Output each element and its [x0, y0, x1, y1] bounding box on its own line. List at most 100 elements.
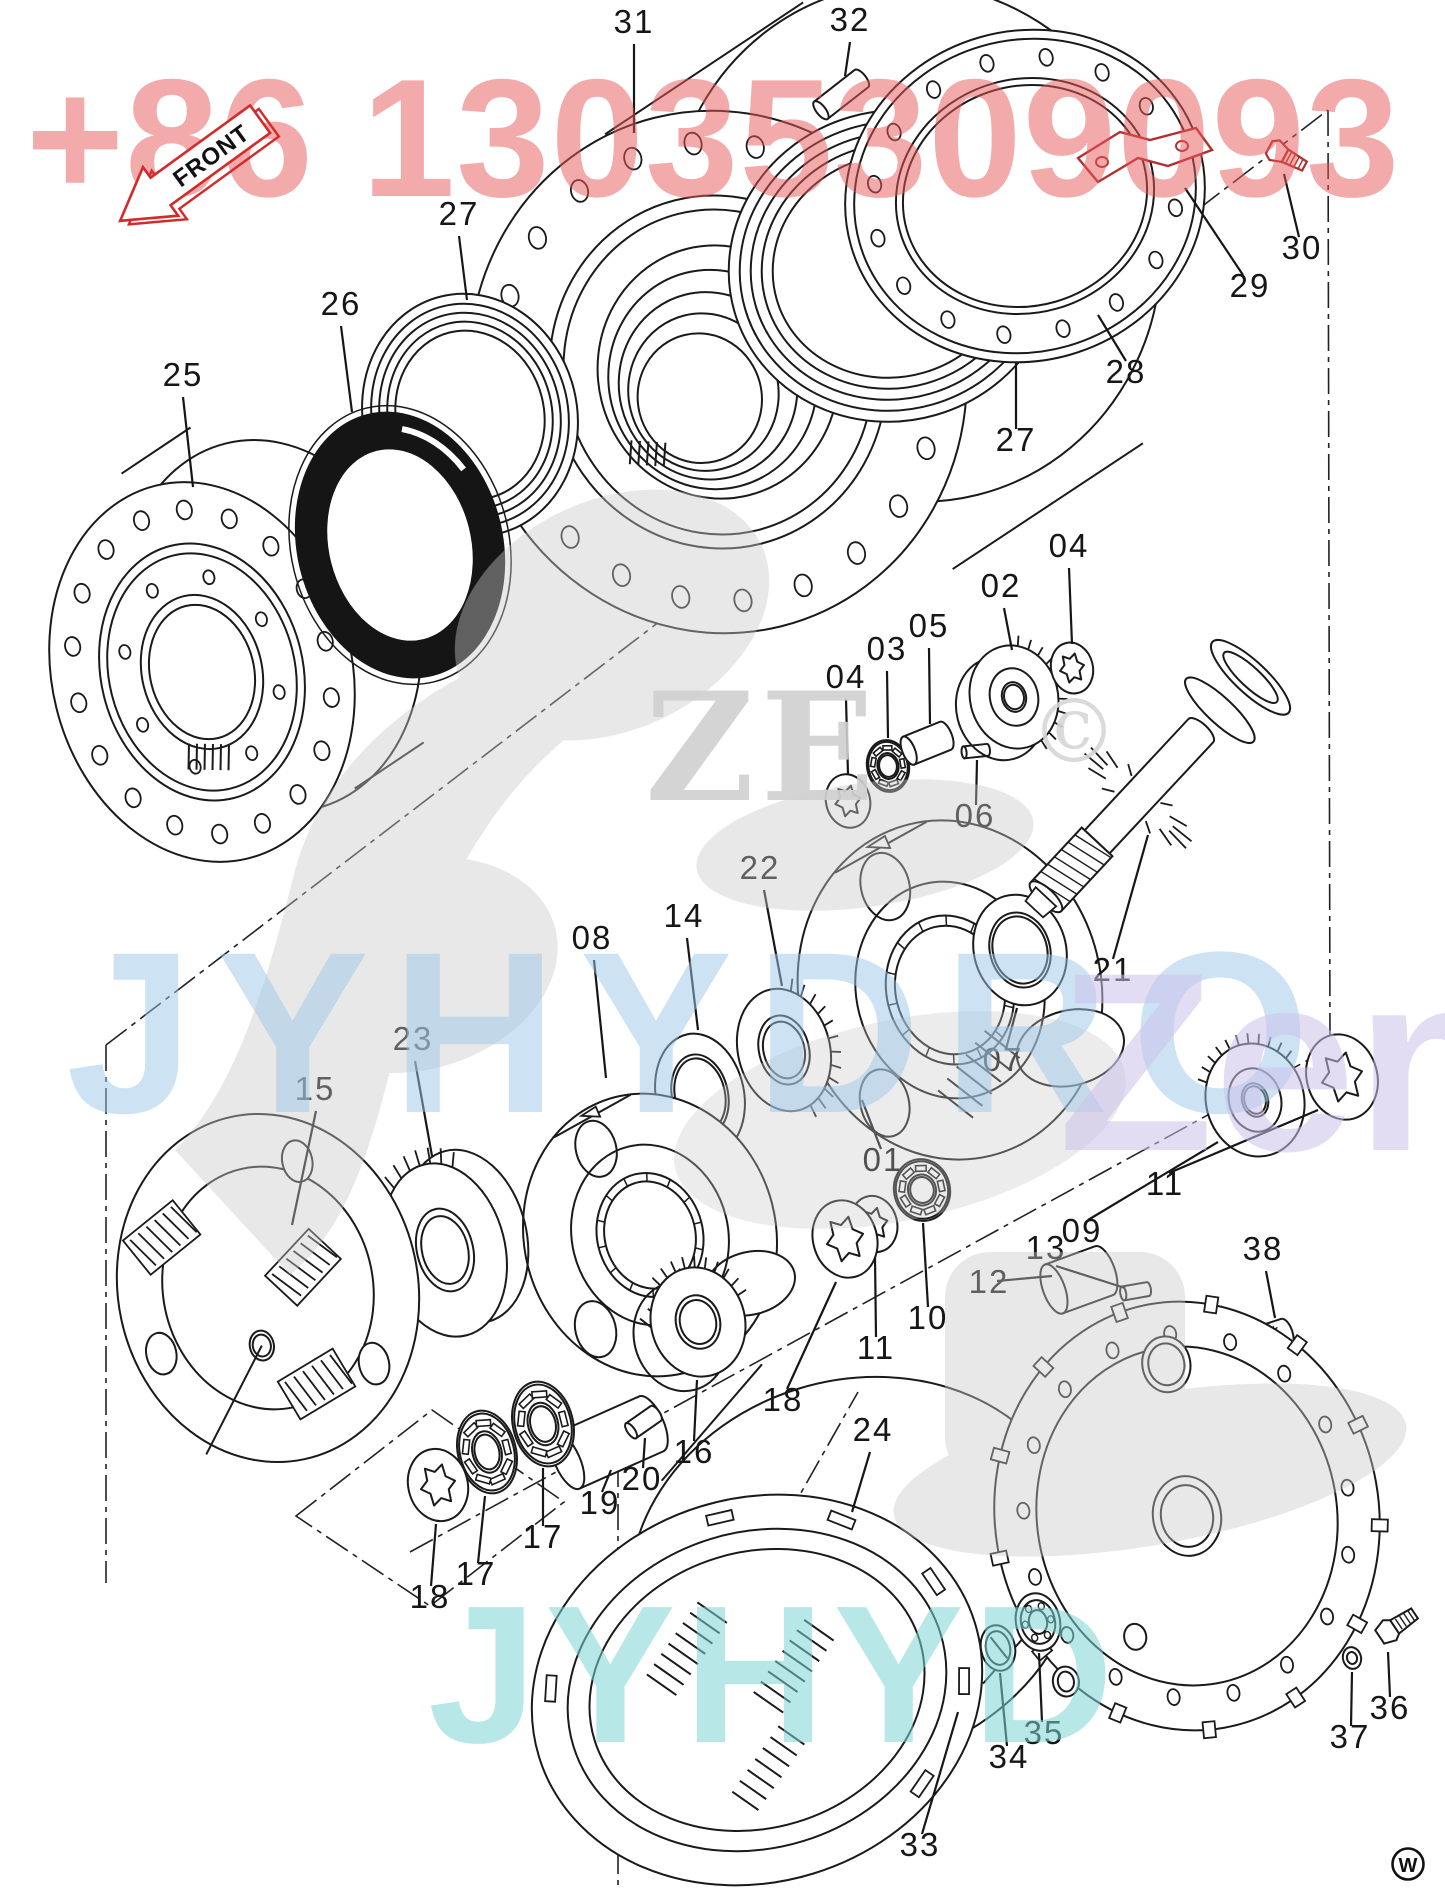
svg-text:29: 29 [1230, 267, 1271, 304]
part-label-11: 11 [1146, 1108, 1319, 1202]
part-03-needle-bearing [865, 739, 911, 793]
svg-text:02: 02 [981, 567, 1022, 604]
svg-text:17: 17 [456, 1555, 497, 1592]
part-35-bearing [1014, 1592, 1062, 1652]
svg-text:12: 12 [969, 1263, 1010, 1300]
part-label-09: 09 [1062, 1141, 1219, 1249]
part-label-10: 10 [908, 1222, 949, 1336]
part-label-34: 34 [989, 1672, 1030, 1775]
part-10-needle-bearing [892, 1158, 952, 1222]
part-29-stopper-bracket [1076, 126, 1214, 184]
svg-text:25: 25 [163, 356, 204, 393]
part-16-planet-gear [632, 1255, 747, 1393]
part-label-04: 04 [826, 658, 864, 776]
part-label-31: 31 [614, 3, 655, 133]
svg-text:27: 27 [439, 195, 480, 232]
part-20-spring-pin [624, 1404, 663, 1440]
part-label-15: 15 [290, 1070, 336, 1226]
svg-text:13: 13 [1026, 1229, 1067, 1266]
part-15-carrier [115, 1113, 421, 1463]
svg-text:09: 09 [1062, 1212, 1103, 1249]
part-11-thrust-washer [1305, 1033, 1379, 1121]
gray-letters-watermark: ZE [645, 660, 881, 836]
purple-brand-watermark: Zeng [1058, 920, 1445, 1205]
part-13-spring-pin [1119, 1281, 1153, 1302]
part-07-washer [972, 893, 1068, 1007]
part-32-pin [812, 68, 871, 121]
part-25-hub [48, 426, 425, 863]
svg-text:31: 31 [614, 3, 655, 40]
part-label-14: 14 [664, 897, 702, 1031]
part-label-28: 28 [1097, 314, 1147, 390]
svg-text:15: 15 [295, 1070, 336, 1107]
svg-text:10: 10 [908, 1299, 949, 1336]
svg-text:18: 18 [763, 1381, 804, 1418]
svg-text:30: 30 [1282, 229, 1323, 266]
circled-w-mark: W [1391, 1847, 1425, 1881]
svg-text:05: 05 [909, 607, 950, 644]
svg-text:27: 27 [996, 421, 1037, 458]
svg-text:24: 24 [853, 1411, 894, 1448]
part-label-29: 29 [1184, 187, 1271, 304]
part-09-planet-gear [1197, 1033, 1306, 1158]
part-30-bolt [1264, 139, 1309, 172]
part-label-17: 17 [523, 1468, 564, 1555]
part-label-36: 36 [1370, 1651, 1411, 1726]
svg-text:01: 01 [863, 1141, 904, 1178]
svg-text:26: 26 [321, 285, 362, 322]
watermarks: ZE © +86 13035309093 JYHYDRO Zeng JYHYD … [26, 44, 1445, 1881]
part-label-08: 08 [572, 919, 613, 1079]
part-label-12: 12 [969, 1263, 1053, 1300]
svg-text:36: 36 [1370, 1689, 1411, 1726]
part-21-shaft [1024, 638, 1292, 919]
gray-copyright-symbol: © [1030, 680, 1118, 783]
part-37-washer [1341, 1646, 1363, 1670]
svg-text:04: 04 [1049, 527, 1090, 564]
front-arrow-shadow [127, 107, 281, 226]
part-label-11: 11 [857, 1256, 895, 1366]
svg-text:33: 33 [900, 1826, 941, 1863]
svg-text:06: 06 [955, 797, 996, 834]
part-label-06: 06 [955, 759, 996, 834]
svg-text:17: 17 [523, 1518, 564, 1555]
circled-w-letter: W [1399, 1855, 1418, 1877]
part-label-13: 13 [1026, 1229, 1126, 1290]
svg-text:20: 20 [622, 1460, 663, 1497]
part-label-23: 23 [393, 1020, 434, 1157]
part-34-plug [979, 1624, 1017, 1672]
part-label-35: 35 [1024, 1652, 1065, 1751]
svg-text:18: 18 [410, 1578, 451, 1615]
part-18-thrust-plate [811, 1199, 879, 1279]
part-label-27: 27 [996, 362, 1037, 458]
part-label-25: 25 [163, 356, 204, 488]
part-label-01: 01 [860, 1099, 904, 1178]
front-arrow-body [118, 103, 272, 223]
part-label-19: 19 [580, 1469, 618, 1521]
svg-text:28: 28 [1106, 353, 1147, 390]
part-05-pin [899, 720, 955, 766]
svg-text:11: 11 [1146, 1165, 1184, 1202]
part-18-thrust-plate [406, 1447, 470, 1523]
part-02-planet-gear [954, 635, 1068, 762]
svg-text:37: 37 [1330, 1718, 1371, 1755]
part-label-18: 18 [410, 1523, 451, 1615]
part-04-thrust-washer [824, 773, 872, 829]
svg-text:08: 08 [572, 919, 613, 956]
part-label-30: 30 [1282, 173, 1323, 266]
part-22-sun-gear [735, 978, 842, 1118]
svg-text:23: 23 [393, 1020, 434, 1057]
part-33-cover [989, 1294, 1389, 1740]
part-17-needle-bearing [511, 1380, 575, 1468]
part-label-20: 20 [622, 1437, 663, 1497]
part-label-18: 18 [763, 1281, 838, 1418]
svg-text:16: 16 [674, 1433, 715, 1470]
svg-text:34: 34 [989, 1738, 1030, 1775]
svg-text:11: 11 [857, 1329, 895, 1366]
part-label-16: 16 [674, 1379, 715, 1470]
svg-text:35: 35 [1024, 1714, 1065, 1751]
part-label-33: 33 [900, 1711, 960, 1863]
part-labels: 3132272625282729300402050304062214082107… [163, 1, 1411, 1863]
part-label-24: 24 [850, 1411, 894, 1513]
